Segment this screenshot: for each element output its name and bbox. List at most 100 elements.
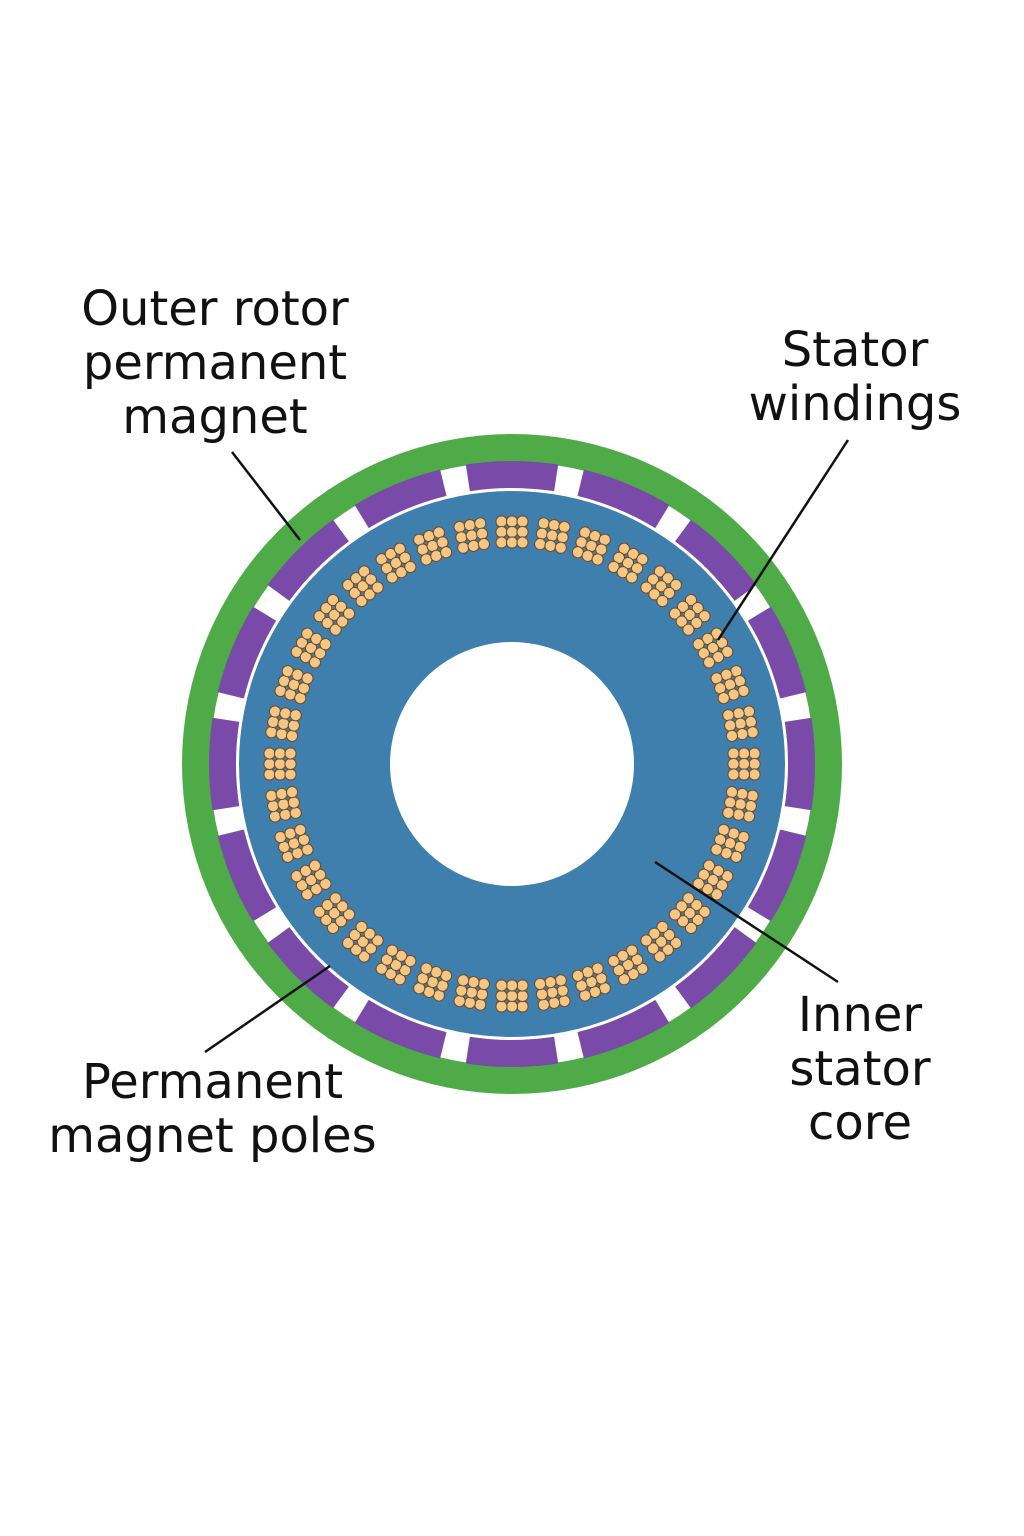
winding-conductor: [702, 656, 716, 669]
winding-slot: [534, 517, 571, 554]
winding-slot: [341, 565, 384, 608]
winding-conductor: [516, 1000, 529, 1013]
winding-slot: [692, 859, 734, 901]
winding-conductor: [308, 859, 322, 872]
winding-conductor: [516, 536, 529, 549]
winding-conductor: [289, 709, 302, 722]
winding-slot: [413, 526, 453, 566]
label-permanent-magnet-poles: Permanent magnet poles: [40, 1055, 385, 1163]
winding-conductor: [668, 908, 682, 921]
winding-conductor: [710, 843, 723, 856]
winding-conductor: [748, 768, 761, 781]
winding-conductor: [440, 546, 453, 559]
winding-conductor: [656, 594, 669, 608]
magnet-pole: [267, 927, 349, 1009]
winding-conductor: [737, 757, 751, 771]
label-line: Stator: [781, 322, 929, 378]
winding-conductor: [495, 979, 508, 992]
winding-slot: [375, 542, 417, 584]
winding-slot: [341, 920, 384, 963]
magnet-pole: [354, 999, 447, 1059]
winding-conductor: [727, 768, 740, 781]
winding-conductor: [495, 525, 508, 539]
winding-conductor: [495, 989, 508, 1003]
winding-conductor: [284, 768, 297, 781]
magnet-pole: [267, 519, 349, 601]
winding-conductor: [505, 525, 519, 539]
winding-slot: [607, 542, 649, 584]
winding-conductor: [329, 892, 342, 905]
magnet-pole: [354, 469, 447, 529]
winding-conductor: [342, 607, 356, 620]
label-inner-stator-core: Inner stator core: [760, 988, 960, 1150]
winding-conductor: [625, 571, 638, 584]
winding-conductor: [516, 525, 529, 539]
winding-conductor: [554, 541, 567, 554]
permanent-magnet-poles: [208, 461, 815, 1067]
winding-conductor: [722, 806, 735, 819]
winding-conductor: [607, 954, 620, 968]
winding-conductor: [682, 623, 695, 636]
magnet-pole: [217, 829, 277, 922]
winding-conductor: [571, 969, 584, 982]
winding-conductor: [273, 768, 287, 781]
winding-slot: [495, 515, 529, 549]
magnet-pole: [577, 469, 670, 529]
label-line: Permanent: [81, 1054, 344, 1110]
winding-conductor: [737, 768, 751, 781]
magnet-pole: [465, 1036, 559, 1067]
winding-slot: [313, 892, 356, 935]
winding-conductor: [748, 757, 761, 771]
winding-conductor: [263, 747, 276, 760]
winding-conductor: [355, 920, 368, 934]
winding-conductor: [284, 757, 297, 771]
winding-slot: [413, 962, 453, 1002]
winding-conductor: [727, 757, 740, 771]
winding-conductor: [640, 934, 653, 947]
winding-slot: [534, 974, 571, 1011]
magnet-pole: [675, 519, 757, 601]
winding-slot: [453, 974, 490, 1011]
winding-conductor: [294, 823, 307, 836]
winding-slot: [727, 747, 761, 781]
winding-conductor: [386, 944, 399, 957]
winding-slot: [265, 705, 302, 742]
winding-conductor: [420, 962, 433, 975]
leader-line-outer-rotor: [231, 451, 301, 541]
winding-conductor: [534, 977, 547, 991]
winding-conductor: [737, 747, 751, 760]
winding-conductor: [516, 989, 529, 1003]
winding-conductor: [301, 672, 314, 685]
winding-conductor: [505, 979, 519, 992]
label-line: stator: [789, 1041, 931, 1097]
winding-conductor: [748, 747, 761, 760]
winding-conductor: [516, 515, 529, 528]
winding-conductor: [273, 757, 287, 771]
winding-conductor: [371, 581, 384, 594]
winding-conductor: [477, 537, 490, 551]
winding-conductor: [284, 747, 297, 760]
winding-slot: [668, 892, 711, 935]
magnet-pole: [675, 927, 757, 1009]
winding-conductor: [404, 560, 417, 574]
label-line: magnet: [122, 389, 308, 445]
winding-slot: [710, 665, 750, 705]
winding-conductor: [263, 757, 276, 771]
magnet-pole: [747, 606, 807, 699]
label-line: permanent: [82, 335, 348, 391]
winding-slot: [607, 944, 649, 986]
winding-slot: [722, 705, 759, 742]
stator-center-hole: [390, 642, 634, 886]
winding-conductor: [285, 786, 299, 799]
winding-slot: [274, 665, 314, 705]
winding-conductor: [495, 536, 508, 549]
magnet-pole: [208, 717, 240, 811]
winding-conductor: [457, 974, 470, 987]
leader-line-inner-core: [654, 860, 839, 984]
winding-slot: [710, 823, 750, 863]
winding-conductor: [505, 536, 519, 549]
winding-slot: [640, 920, 683, 963]
winding-slot: [640, 565, 683, 608]
winding-conductor: [505, 515, 519, 528]
